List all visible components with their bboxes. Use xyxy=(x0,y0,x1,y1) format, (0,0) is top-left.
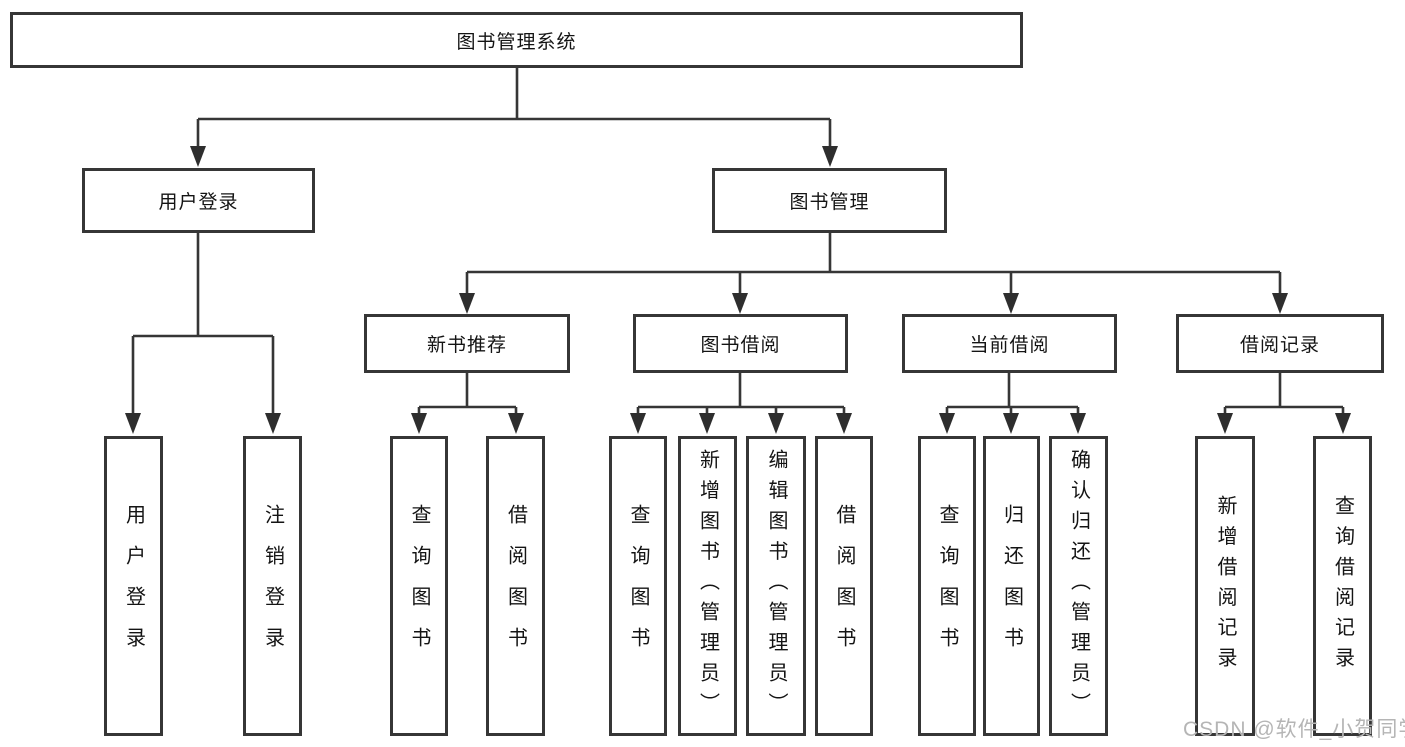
leaf-add-borrow-record: 新增借阅记录 xyxy=(1195,436,1255,736)
csdn-watermark: CSDN @软件_小贺同学 xyxy=(1183,718,1405,741)
node-label: 确认归还（管理员） xyxy=(1067,449,1090,723)
node-label: 新书推荐 xyxy=(426,335,507,356)
leaf-query-borrow-record: 查询借阅记录 xyxy=(1313,436,1372,736)
node-label: 图书管理 xyxy=(789,192,870,213)
node-new-book-recommendation: 新书推荐 xyxy=(364,314,570,373)
node-label: 编辑图书（管理员） xyxy=(765,449,787,723)
leaf-add-books-admin: 新增图书（管理员） xyxy=(678,436,737,736)
node-book-borrowing: 图书借阅 xyxy=(633,314,848,373)
node-library-management-system: 图书管理系统 xyxy=(10,12,1023,68)
node-label: 借阅图书 xyxy=(833,504,855,668)
node-label: 借阅记录 xyxy=(1239,335,1320,356)
leaf-user-login: 用户登录 xyxy=(104,436,163,736)
node-label: 查询图书 xyxy=(408,504,430,668)
node-label: 查询图书 xyxy=(627,504,649,668)
node-label: 注销登录 xyxy=(261,504,284,668)
node-label: 查询图书 xyxy=(936,504,958,668)
node-book-management: 图书管理 xyxy=(712,168,947,233)
node-label: 查询借阅记录 xyxy=(1331,494,1354,678)
node-user-login: 用户登录 xyxy=(82,168,315,233)
arrowhead-icons xyxy=(125,146,1351,434)
leaf-return-books: 归还图书 xyxy=(983,436,1040,736)
node-borrowing-records: 借阅记录 xyxy=(1176,314,1384,373)
node-label: 借阅图书 xyxy=(504,504,527,668)
leaf-borrow-books: 借阅图书 xyxy=(815,436,873,736)
node-label: 当前借阅 xyxy=(969,335,1050,356)
node-label: 用户登录 xyxy=(158,192,239,213)
node-label: 新增借阅记录 xyxy=(1214,494,1236,678)
leaf-query-books-borrowing: 查询图书 xyxy=(609,436,667,736)
leaf-borrow-books-recommend: 借阅图书 xyxy=(486,436,545,736)
node-label: 归还图书 xyxy=(1000,504,1023,668)
leaf-edit-books-admin: 编辑图书（管理员） xyxy=(746,436,806,736)
leaf-query-books-recommend: 查询图书 xyxy=(390,436,448,736)
leaf-query-books-current: 查询图书 xyxy=(918,436,976,736)
node-label: 图书借阅 xyxy=(700,335,781,356)
node-label: 用户登录 xyxy=(122,504,145,668)
leaf-logout: 注销登录 xyxy=(243,436,302,736)
leaf-confirm-return-admin: 确认归还（管理员） xyxy=(1049,436,1108,736)
node-label: 新增图书（管理员） xyxy=(696,449,719,723)
node-current-borrowing: 当前借阅 xyxy=(902,314,1117,373)
node-label: 图书管理系统 xyxy=(456,31,577,53)
